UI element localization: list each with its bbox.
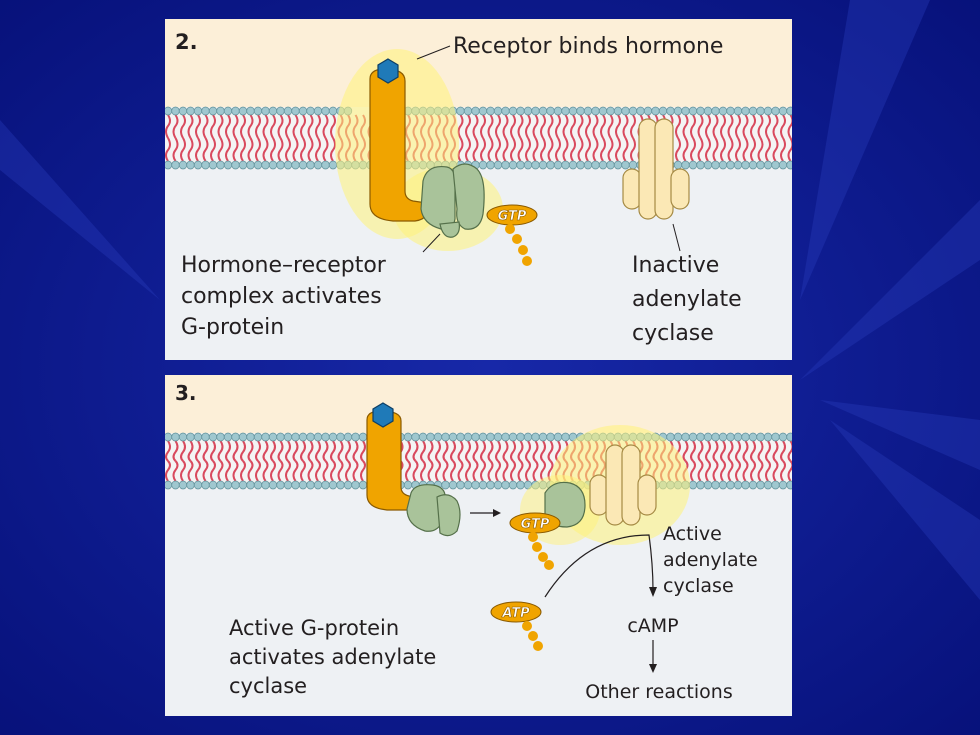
leader-line-complex <box>422 233 441 253</box>
reaction-arrow <box>544 534 657 598</box>
label-other-reactions: Other reactions <box>585 681 732 703</box>
atp-label: ATP <box>501 606 530 621</box>
panel-step-3: GTP ATP 3. Active adenylate cy <box>165 375 792 716</box>
label-active-cyclase-line-3: cyclase <box>663 575 734 597</box>
downstream-arrow <box>649 640 657 673</box>
hormone <box>377 58 399 84</box>
hormone <box>372 402 394 428</box>
g-protein <box>420 163 485 238</box>
label-active-gprotein-line-1: Active G-protein <box>229 616 399 640</box>
leader-line-receptor <box>416 45 451 60</box>
step-number: 3. <box>175 381 197 405</box>
adenylate-cyclase-inactive <box>622 118 690 220</box>
gtp-molecule: GTP <box>509 512 561 570</box>
adenylate-cyclase-active <box>589 444 657 526</box>
label-active-cyclase-line-2: adenylate <box>663 549 758 571</box>
label-receptor-binds-hormone: Receptor binds hormone <box>453 34 723 59</box>
label-active-gprotein-line-3: cyclase <box>229 674 307 698</box>
leader-line-cyclase <box>672 223 681 252</box>
cytoplasm <box>165 489 792 716</box>
panel-step-2-diagram: GTP 2. Receptor binds hormone Hormone–re… <box>165 19 792 360</box>
label-inactive-line-1: Inactive <box>632 253 719 278</box>
cell-membrane <box>165 432 792 490</box>
gtp-molecule: GTP <box>486 204 538 266</box>
extracellular-space <box>165 19 792 107</box>
label-camp: cAMP <box>627 615 678 637</box>
label-inactive-line-3: cyclase <box>632 321 714 346</box>
extracellular-space <box>165 375 792 433</box>
gtp-label: GTP <box>521 517 550 532</box>
movement-arrow <box>470 509 501 517</box>
label-active-cyclase-line-1: Active <box>663 523 722 545</box>
label-active-gprotein-line-2: activates adenylate <box>229 645 436 669</box>
label-complex-line-3: G-protein <box>181 315 284 340</box>
step-number: 2. <box>175 30 198 54</box>
panel-step-2: GTP 2. Receptor binds hormone Hormone–re… <box>165 19 792 360</box>
cell-membrane <box>165 106 792 170</box>
panel-step-3-diagram: GTP ATP 3. Active adenylate cy <box>165 375 792 716</box>
atp-molecule: ATP <box>490 601 543 651</box>
gtp-label: GTP <box>498 209 527 224</box>
g-protein-beta-gamma <box>406 484 461 537</box>
label-complex-line-2: complex activates <box>181 284 382 309</box>
label-inactive-line-2: adenylate <box>632 287 742 312</box>
label-complex-line-1: Hormone–receptor <box>181 253 387 278</box>
